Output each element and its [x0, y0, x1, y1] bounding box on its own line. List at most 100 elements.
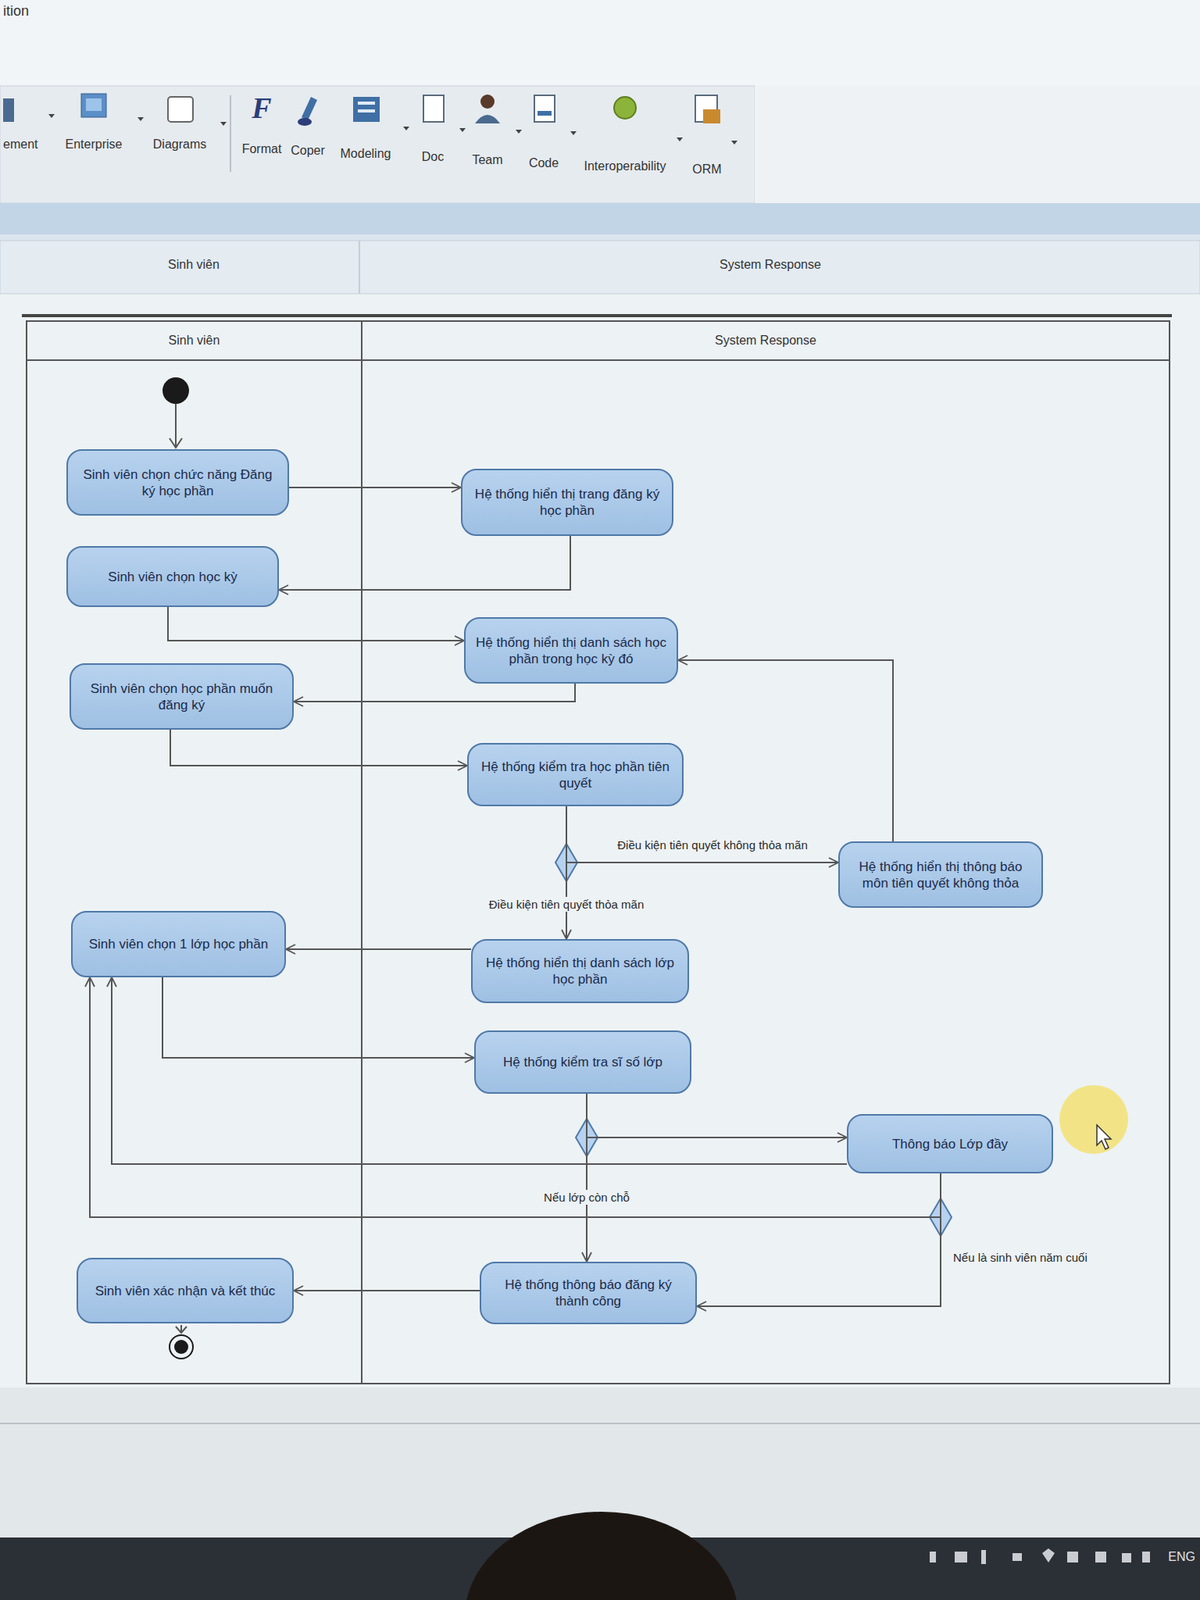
swimlane: Sinh viênSinh viên chọn chức năng Đăng k…	[25, 320, 363, 1385]
toolbar-glyph: F	[251, 90, 272, 125]
toolbar-label: Team	[471, 153, 503, 168]
control-flow	[167, 607, 465, 641]
activity-text: Sinh viên chọn học kỳ	[98, 568, 247, 586]
toolbar-icon	[3, 98, 15, 122]
toolbar-label: Diagrams	[153, 137, 207, 152]
final-node-dot	[174, 1339, 189, 1354]
activity-box: Sinh viên xác nhận và kết thúc	[76, 1257, 294, 1324]
activity-text: Hệ thống hiển thị trang đăng ký học phần	[462, 485, 672, 519]
toolbar-icon	[423, 95, 444, 122]
guard-label: Điều kiện tiên quyết không thỏa mãn	[614, 837, 811, 853]
toolbar-icon	[167, 96, 193, 122]
frame-top	[21, 314, 1172, 318]
tab-bar	[0, 203, 1200, 235]
activity-box: Hệ thống hiển thị danh sách học phần tro…	[464, 617, 679, 684]
control-flow	[678, 660, 893, 842]
control-flow	[293, 683, 575, 702]
toolbar-panel	[0, 85, 755, 204]
activity-box: Sinh viên chọn học kỳ	[66, 546, 279, 608]
toolbar-label: ition	[3, 3, 29, 20]
toolbar-label: Enterprise	[65, 137, 123, 152]
toolbar-label: Doc	[421, 150, 444, 165]
control-flow	[293, 1289, 480, 1292]
tray-icons	[929, 1548, 1150, 1565]
pane-header: System Response	[719, 257, 822, 272]
activity-box: Hệ thống thông báo đăng ký thành công	[479, 1261, 697, 1325]
toolbar-icon	[297, 117, 312, 126]
lane-header: System Response	[362, 321, 1169, 361]
toolbar-rest	[754, 85, 1200, 204]
guard-label: Nếu lớp còn chỗ	[540, 1189, 633, 1205]
toolbar-icon	[475, 114, 500, 124]
activity-box: Hệ thống hiển thị thông báo môn tiên quy…	[838, 841, 1043, 908]
toolbar-icon	[81, 93, 107, 118]
control-flow	[566, 806, 839, 863]
control-flow	[162, 977, 475, 1058]
activity-text: Hệ thống kiểm tra sĩ số lớp	[493, 1053, 672, 1071]
toolbar-icon	[353, 96, 380, 122]
toolbar-icon	[537, 110, 552, 116]
activity-box: Sinh viên chọn 1 lớp học phần	[71, 910, 286, 978]
activity-text: Sinh viên chọn 1 lớp học phần	[79, 935, 278, 953]
toolbar-separator	[229, 95, 232, 172]
control-flow	[89, 977, 941, 1218]
activity-box: Hệ thống hiển thị trang đăng ký học phần	[460, 468, 674, 536]
activity-box: Thông báo Lớp đầy	[846, 1114, 1054, 1174]
control-flow	[696, 1173, 941, 1307]
dropdown-arrows	[48, 114, 738, 145]
toolbar-label: Code	[528, 156, 559, 171]
activity-text: Sinh viên xác nhận và kết thúc	[85, 1282, 286, 1300]
toolbar-icon	[301, 96, 318, 121]
activity-text: Sinh viên chọn chức năng Đăng ký học phầ…	[67, 466, 288, 500]
toolbar-icon	[614, 96, 636, 119]
activity-text: Hệ thống hiển thị danh sách học phần tro…	[465, 634, 677, 668]
control-flow	[289, 486, 461, 489]
control-flow	[585, 1093, 588, 1262]
toolbar-label: Coper	[290, 143, 325, 158]
mouse-cursor	[1096, 1125, 1111, 1150]
initial-flow	[175, 403, 177, 448]
activity-text: Hệ thống thông báo đăng ký thành công	[481, 1276, 696, 1310]
toolbar-label: Interoperability	[584, 159, 667, 174]
screen-rule	[0, 1422, 1200, 1425]
toolbar-icon	[703, 109, 721, 124]
tray-text: ENG	[1167, 1550, 1196, 1565]
tab-bar-edge	[0, 234, 1200, 241]
control-flow	[565, 806, 568, 940]
activity-text: Sinh viên chọn học phần muốn đăng ký	[71, 680, 293, 714]
toolbar-label: Format	[242, 142, 283, 157]
activity-text: Hệ thống kiểm tra học phần tiên quyết	[468, 758, 683, 792]
activity-text: Hệ thống hiển thị danh sách lớp học phần	[472, 954, 688, 988]
toolbar-icon	[85, 98, 102, 111]
cursor-highlight	[1059, 1085, 1129, 1154]
final-node	[169, 1335, 193, 1359]
guard-label: Nếu là sinh viên năm cuối	[950, 1250, 1091, 1265]
pane-header: Sinh viên	[167, 257, 220, 272]
control-flow	[170, 729, 468, 766]
guard-label: Điều kiện tiên quyết thỏa mãn	[485, 896, 647, 912]
initial-node	[162, 377, 190, 404]
toolbar-icon	[534, 95, 555, 122]
activity-box: Sinh viên chọn chức năng Đăng ký học phầ…	[66, 449, 290, 516]
control-flow	[111, 977, 847, 1165]
activity-text: Thông báo Lớp đầy	[882, 1135, 1018, 1153]
control-flow	[278, 535, 571, 590]
toolbar-icon	[357, 109, 375, 113]
final-flow-head	[175, 1326, 187, 1333]
toolbar-label: ORM	[692, 162, 722, 177]
title-bar	[0, 0, 1200, 86]
control-flow	[285, 948, 472, 950]
toolbar-icon	[480, 94, 495, 109]
control-flow	[586, 1093, 847, 1138]
activity-text: Hệ thống hiển thị thông báo môn tiên quy…	[839, 858, 1042, 892]
lane-header: Sinh viên	[27, 321, 361, 361]
header-strip	[0, 240, 1200, 294]
toolbar-icon	[357, 101, 375, 105]
activity-box: Hệ thống hiển thị danh sách lớp học phần	[471, 939, 690, 1004]
activity-box: Sinh viên chọn học phần muốn đăng ký	[69, 663, 294, 730]
activity-box: Hệ thống kiểm tra sĩ số lớp	[474, 1030, 692, 1094]
